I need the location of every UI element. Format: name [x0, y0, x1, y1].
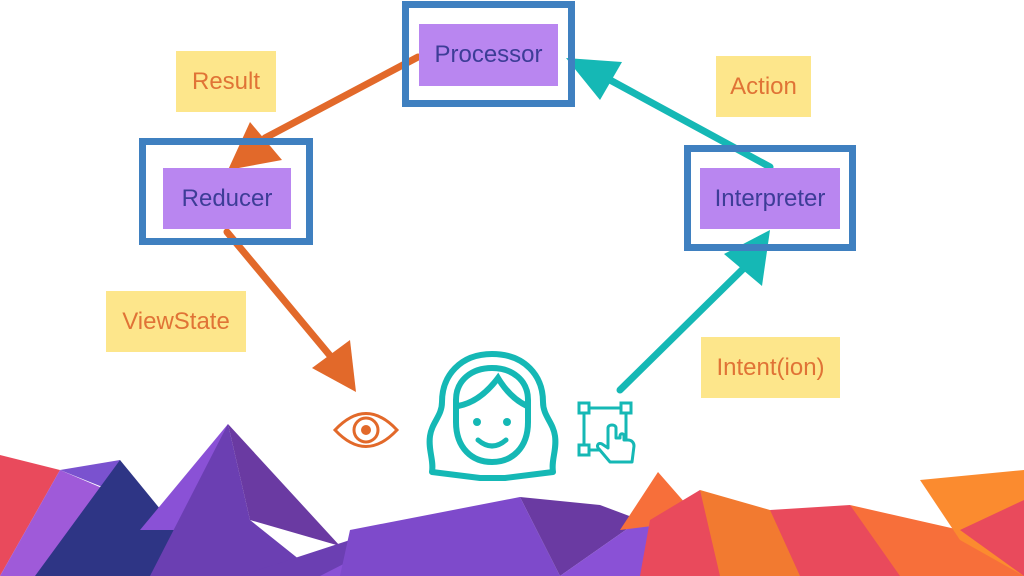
- interpreter-node: [684, 145, 856, 251]
- arrow-interpreter-to-processor: [566, 58, 774, 171]
- arrow-processor-to-reducer: [228, 53, 422, 170]
- user-face-icon: [426, 351, 559, 481]
- eye-icon: [332, 412, 400, 448]
- reducer-label: Reducer: [163, 168, 291, 229]
- viewstate-label: ViewState: [106, 291, 246, 352]
- processor-node: [402, 1, 575, 107]
- touch-select-icon: [577, 401, 636, 464]
- processor-label: Processor: [419, 24, 558, 86]
- interpreter-label: Interpreter: [700, 168, 840, 229]
- arrow-reducer-to-view: [223, 228, 356, 392]
- action-label: Action: [716, 56, 811, 117]
- result-label: Result: [176, 51, 276, 112]
- intention-label: Intent(ion): [701, 337, 840, 398]
- reducer-node: [139, 138, 313, 245]
